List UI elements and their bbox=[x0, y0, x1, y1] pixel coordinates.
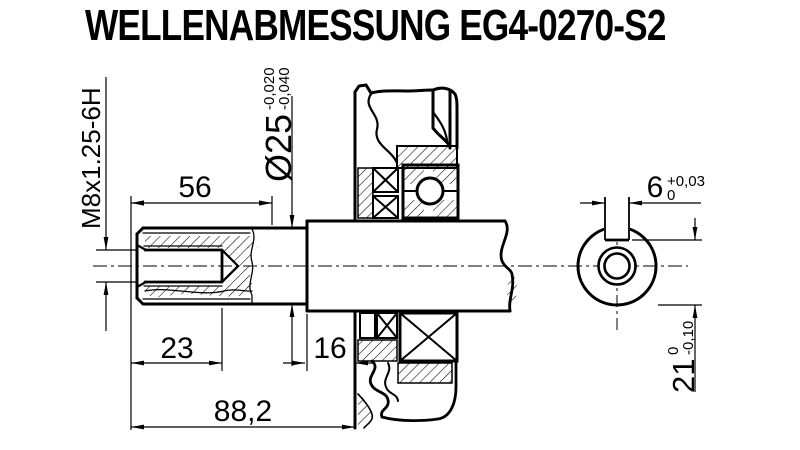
keyway-width-tol-upper: +0,03 bbox=[667, 173, 705, 190]
oil-seal-lower bbox=[357, 312, 398, 362]
shaft-end-view bbox=[576, 196, 658, 307]
dim-thread-depth: 23 bbox=[160, 332, 193, 365]
crankcase-section bbox=[353, 83, 460, 430]
keyway-height-tol-upper: 0 bbox=[665, 347, 682, 355]
keyway-slot bbox=[604, 197, 630, 242]
dim-collar-length: 16 bbox=[313, 332, 346, 365]
keyway-height-tol-lower: -0,10 bbox=[680, 321, 697, 355]
diameter-tol-upper: -0,020 bbox=[261, 67, 278, 110]
diameter-tol-lower: -0,040 bbox=[276, 67, 293, 110]
dimension-arrows bbox=[103, 200, 698, 430]
svg-text:M8x1.25-6H: M8x1.25-6H bbox=[76, 87, 106, 229]
threaded-hole bbox=[135, 243, 240, 289]
bearing-lower bbox=[397, 311, 459, 384]
page-title: WELLENABMESSUNG EG4-0270-S2 bbox=[85, 1, 666, 50]
shaft-break-curve bbox=[499, 219, 515, 313]
ball-bearing bbox=[401, 163, 460, 220]
dim-stub-length: 56 bbox=[178, 171, 211, 204]
tapped-hole-circle bbox=[603, 252, 631, 280]
oil-seal-upper bbox=[357, 167, 399, 219]
dim-keyway-width: 6 bbox=[647, 171, 664, 204]
chamfer-lines bbox=[142, 232, 251, 300]
break-lines bbox=[144, 228, 255, 304]
shaft-stub-outline bbox=[135, 219, 512, 313]
shaft-section-view bbox=[135, 219, 515, 313]
bearing-boss bbox=[396, 145, 458, 169]
dim-overall-length: 88,2 bbox=[214, 395, 272, 428]
cast-lines-upper bbox=[367, 92, 449, 165]
housing-lower-outline bbox=[357, 359, 458, 429]
dim-keyway-height: 21 0 -0,10 bbox=[665, 321, 701, 393]
svg-text:21: 21 bbox=[666, 359, 701, 393]
dim-thread-spec: M8x1.25-6H bbox=[76, 87, 106, 229]
svg-text:Ø25: Ø25 bbox=[258, 114, 299, 182]
centerlines bbox=[93, 203, 688, 334]
keyway-width-tol-lower: 0 bbox=[667, 187, 675, 204]
dim-shaft-diameter: Ø25 -0,020 -0,040 bbox=[258, 67, 299, 182]
